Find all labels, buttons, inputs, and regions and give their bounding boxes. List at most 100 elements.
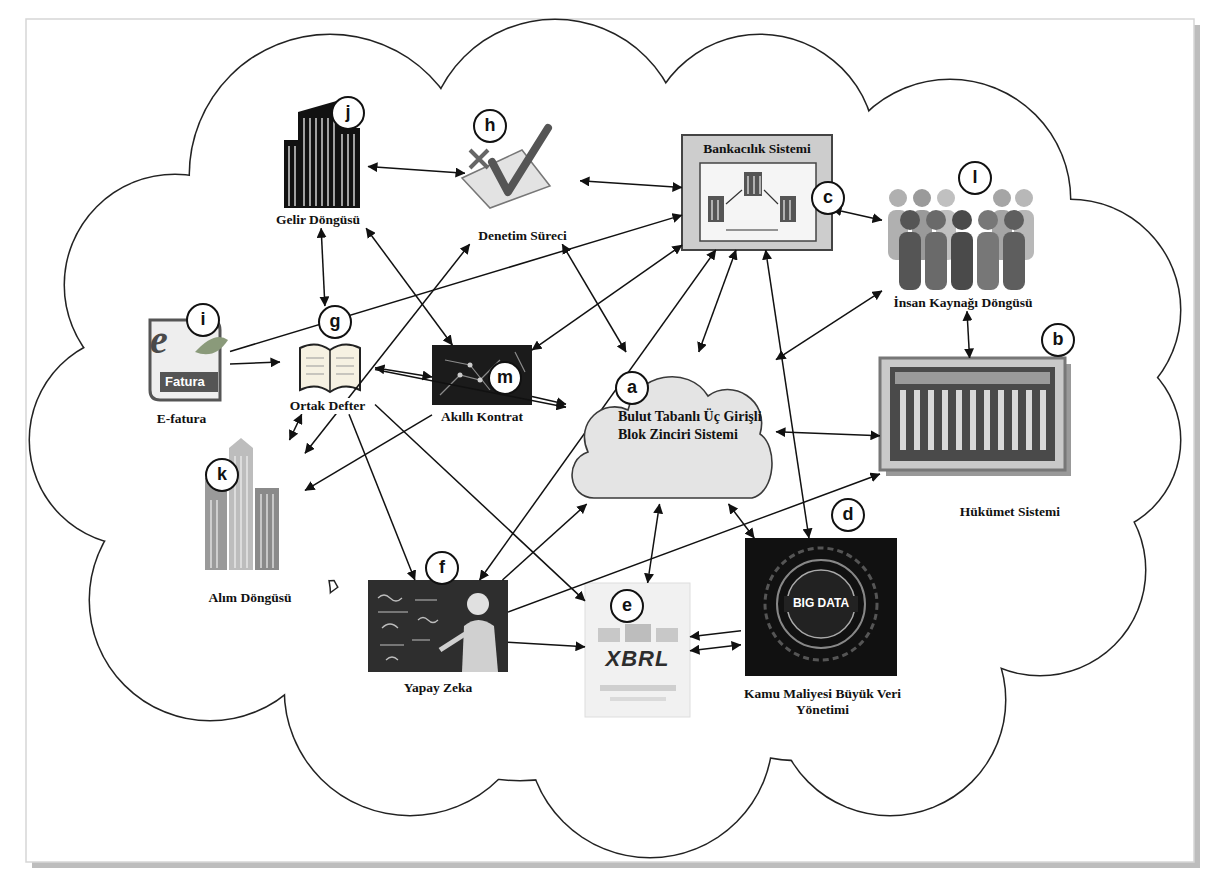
letter-label: l bbox=[972, 168, 977, 186]
connector-arrow bbox=[375, 369, 566, 407]
government-building-image bbox=[970, 390, 976, 450]
people-group-icon bbox=[900, 210, 920, 230]
connector-arrow bbox=[729, 504, 755, 538]
component-group: Ortak Defterg bbox=[280, 306, 375, 414]
connector-arrow bbox=[776, 432, 880, 436]
smart-contract-image bbox=[468, 363, 473, 368]
letter-circle: a bbox=[615, 371, 649, 405]
connector-arrow bbox=[967, 311, 970, 358]
revenue-building-icon bbox=[284, 100, 360, 208]
xbrl-panel-image bbox=[656, 628, 678, 642]
xbrl-panel-image bbox=[585, 583, 690, 717]
people-group-icon bbox=[926, 210, 946, 230]
banking-system-box bbox=[712, 176, 790, 220]
blockchain-cloud: Bulut Tabanlı Üç Girişli Blok Zinciri Si… bbox=[566, 352, 776, 504]
letter-circle: i bbox=[186, 303, 220, 337]
icon-space bbox=[741, 538, 904, 686]
purchase-buildings-icon bbox=[211, 456, 273, 568]
node-label: Kamu Maliyesi Büyük Veri Yönetimi bbox=[741, 686, 904, 718]
government-building-image bbox=[956, 390, 962, 450]
connector-arrow bbox=[562, 244, 626, 352]
node-label: E-fatura bbox=[155, 411, 209, 427]
letter-circle: h bbox=[473, 109, 507, 143]
audit-checklist-icon bbox=[462, 128, 550, 208]
audit-checklist-icon bbox=[470, 150, 488, 168]
connector-arrow bbox=[321, 228, 325, 306]
background-cloud bbox=[30, 20, 1180, 857]
node-label: İnsan Kaynağı Döngüsü bbox=[892, 295, 1035, 311]
government-building-image bbox=[880, 358, 1071, 476]
node-label: Hükümet Sistemi bbox=[958, 504, 1062, 520]
government-building-image bbox=[886, 364, 1071, 476]
connector-arrow bbox=[832, 209, 882, 220]
connector-arrow bbox=[776, 291, 882, 360]
letter-label: a bbox=[627, 378, 637, 396]
letter-label: b bbox=[1053, 330, 1064, 348]
big-data-image bbox=[777, 560, 865, 648]
banking-system-box bbox=[726, 190, 778, 230]
cloud-outline-path bbox=[572, 377, 772, 498]
component-group: Hükümet Sistemib bbox=[880, 358, 1068, 520]
ledger-book-icon bbox=[300, 344, 360, 392]
purchase-buildings-icon bbox=[205, 438, 279, 570]
people-group-icon bbox=[1015, 189, 1033, 207]
people-group-icon bbox=[978, 210, 998, 230]
letter-label: i bbox=[200, 310, 205, 328]
system-box: Bankacılık Sistemic bbox=[682, 135, 832, 250]
letter-label: m bbox=[497, 368, 513, 386]
banking-system-box bbox=[682, 135, 832, 250]
node-label: XBRL bbox=[585, 647, 690, 671]
ai-chalkboard-image bbox=[462, 620, 498, 672]
ai-chalkboard-image bbox=[467, 593, 489, 615]
component-group: İnsan Kaynağı Döngüsü l bbox=[882, 165, 1044, 311]
people-group-icon bbox=[1004, 210, 1024, 230]
connector-arrow bbox=[290, 414, 302, 440]
banking-system-box bbox=[682, 135, 832, 250]
government-building-image bbox=[1012, 390, 1018, 450]
people-group-icon bbox=[889, 189, 907, 207]
smart-contract-image bbox=[440, 352, 525, 395]
government-building-image bbox=[1040, 390, 1046, 450]
e-invoice-icon bbox=[195, 337, 228, 354]
government-building-image bbox=[880, 358, 1065, 470]
connector-arrow bbox=[532, 396, 566, 404]
smart-contract-image bbox=[432, 345, 532, 405]
letter-circle: b bbox=[1041, 323, 1075, 357]
government-building-image bbox=[998, 390, 1004, 450]
icon-space bbox=[368, 580, 508, 678]
node-label: Yapay Zeka bbox=[402, 680, 475, 696]
component-group: Yapay Zekaf bbox=[368, 580, 508, 696]
xbrl-panel-image bbox=[600, 685, 676, 691]
letter-label: d bbox=[843, 505, 854, 523]
node-label: Bankacılık Sistemi bbox=[682, 141, 832, 157]
smart-contract-image bbox=[458, 373, 463, 378]
background-cloud bbox=[30, 20, 1180, 857]
component-group: Gelir Döngüsüj bbox=[268, 98, 368, 228]
node-label: Gelir Döngüsü bbox=[274, 212, 362, 228]
letter-circle: f bbox=[425, 551, 459, 585]
banking-system-box bbox=[708, 196, 724, 222]
component-group: Alım Döngüsük bbox=[195, 440, 305, 606]
banking-system-box bbox=[700, 163, 816, 241]
component-group: Akıllı Kontrat m bbox=[432, 345, 532, 425]
component-group: Kamu Maliyesi Büyük Veri Yönetimid bbox=[741, 538, 904, 718]
purchase-buildings-icon bbox=[229, 438, 253, 448]
node-label: Akıllı Kontrat bbox=[439, 409, 525, 425]
ai-chalkboard-image bbox=[368, 580, 508, 672]
letter-circle: g bbox=[318, 305, 352, 339]
connector-arrow bbox=[230, 215, 682, 351]
node-label: Alım Döngüsü bbox=[207, 590, 294, 606]
banking-system-box bbox=[744, 172, 762, 196]
connector-arrow bbox=[532, 245, 682, 350]
revenue-building-icon bbox=[289, 118, 354, 206]
government-building-image bbox=[900, 390, 1046, 450]
people-group-icon bbox=[937, 189, 955, 207]
connector-arrow bbox=[349, 414, 415, 580]
page-frame bbox=[26, 19, 1200, 868]
audit-checklist-icon bbox=[462, 150, 550, 208]
government-building-image bbox=[984, 390, 990, 450]
connector-arrow bbox=[368, 167, 465, 174]
connector-arrow bbox=[690, 645, 741, 651]
letter-circle: l bbox=[958, 161, 992, 195]
icon-space bbox=[880, 358, 1062, 502]
